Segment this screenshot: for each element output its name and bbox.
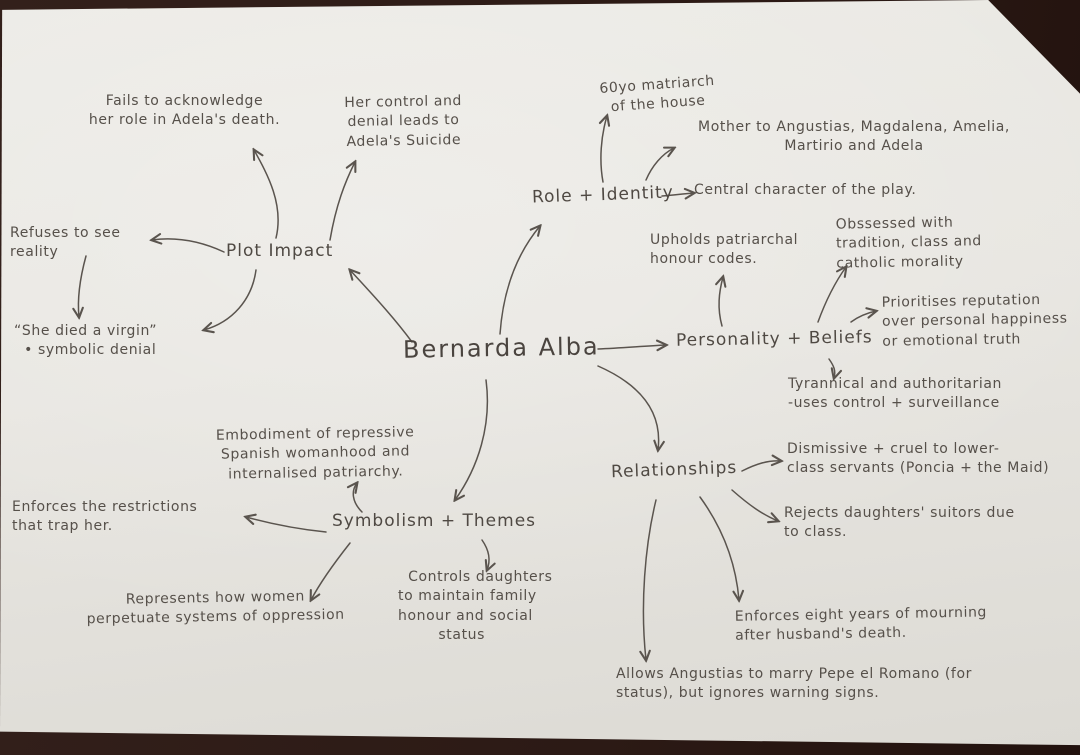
- note-controls-daughters: Controls daughters to maintain family ho…: [398, 569, 553, 643]
- hub-relationships: Relationships: [610, 457, 738, 483]
- note-her-control-denial: Her control and denial leads to Adela's …: [344, 92, 463, 150]
- hub-personality-beliefs: Personality + Beliefs: [675, 327, 873, 351]
- note-represents-oppression: Represents how women perpetuate systems …: [86, 588, 345, 628]
- note-fails-to-acknowledge: Fails to acknowledge her role in Adela's…: [88, 93, 281, 129]
- note-allows-angustias-marriage: Allows Angustias to marry Pepe el Romano…: [616, 666, 972, 702]
- note-tyrannical-authoritarian: Tyrannical and authoritarian -uses contr…: [788, 376, 1003, 412]
- note-mother-to-daughters: Mother to Angustias, Magdalena, Amelia, …: [698, 119, 1010, 155]
- note-refuses-reality: Refuses to see reality: [10, 225, 121, 261]
- hub-role-identity: Role + Identity: [531, 182, 675, 208]
- note-enforces-restrictions: Enforces the restrictions that trap her.: [12, 499, 198, 535]
- note-prioritises-reputation: Prioritises reputation over personal hap…: [881, 291, 1068, 350]
- note-upholds-honour-codes: Upholds patriarchal honour codes.: [650, 232, 799, 268]
- note-she-died-a-virgin: “She died a virgin” • symbolic denial: [14, 323, 158, 359]
- note-rejects-suitors: Rejects daughters' suitors due to class.: [784, 505, 1015, 541]
- hub-plot-impact: Plot Impact: [226, 241, 334, 261]
- center-topic: Bernarda Alba: [402, 332, 600, 364]
- note-dismissive-to-servants: Dismissive + cruel to lower- class serva…: [787, 441, 1050, 477]
- note-central-character: Central character of the play.: [694, 182, 917, 198]
- note-eight-years-mourning: Enforces eight years of mourning after h…: [734, 604, 988, 645]
- hub-symbolism-themes: Symbolism + Themes: [332, 511, 537, 531]
- note-embodiment-repressive: Embodiment of repressive Spanish womanho…: [215, 424, 415, 483]
- note-obsessed-tradition: Obssessed with tradition, class and cath…: [835, 214, 982, 272]
